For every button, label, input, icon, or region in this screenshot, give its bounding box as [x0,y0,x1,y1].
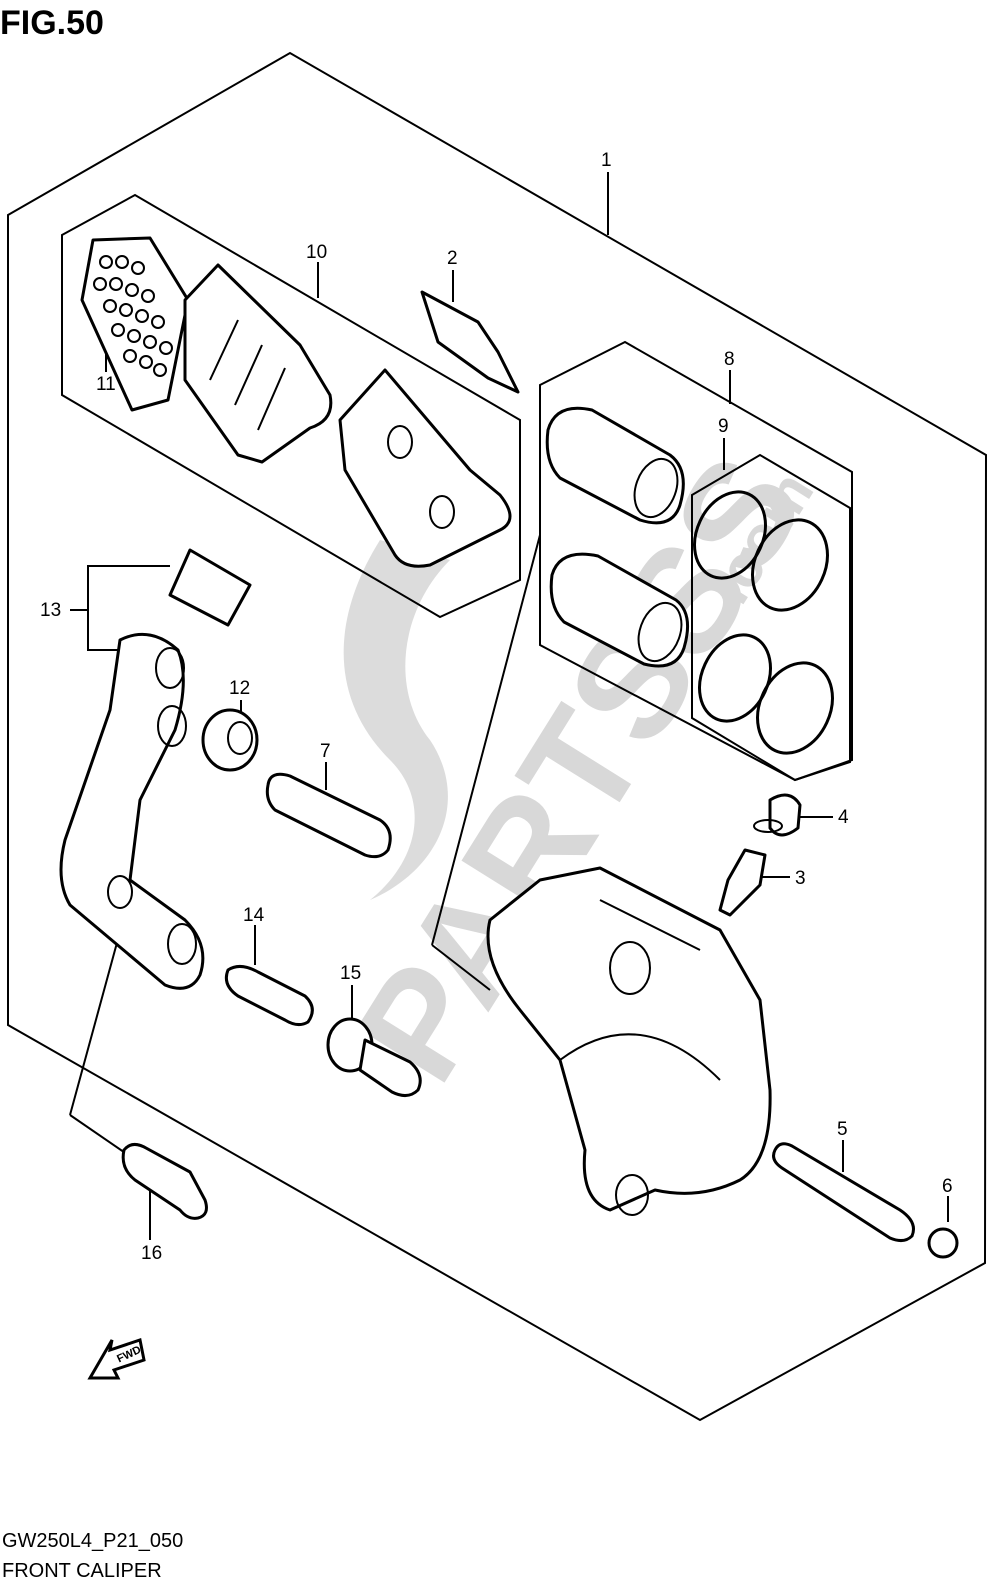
pad-pin-plug-part [927,1227,959,1259]
figure-caption: FRONT CALIPER [2,1560,162,1582]
figure-title: FIG.50 [0,4,104,42]
callout-2: 2 [447,248,458,269]
fwd-arrow-icon: FWD [87,1338,146,1380]
piston-seals-part [693,490,834,755]
caliper-body-part [486,866,772,1216]
callout-11: 11 [96,374,116,395]
callout-5: 5 [837,1119,848,1140]
pad-spring-part [420,290,520,394]
figure-code: GW250L4_P21_050 [2,1530,184,1552]
piston-lower-part [549,552,690,668]
callout-10: 10 [306,242,327,263]
bolt-16-part [121,1143,208,1220]
piston-upper-part [545,406,685,525]
callout-14: 14 [243,905,265,926]
pad-shim-part [80,236,190,412]
callout-labels: 1 2 3 4 5 6 7 8 9 10 11 12 13 14 15 16 [40,150,953,1264]
callout-15: 15 [340,963,361,984]
callout-6: 6 [942,1176,953,1197]
seal-kit-outline [691,453,851,782]
slide-pin-part [265,772,392,859]
callout-7: 7 [320,741,331,762]
assembly-outline [7,51,988,1422]
brake-pad-rear-part [338,368,512,568]
callout-16: 16 [141,1243,162,1264]
callout-9: 9 [718,416,729,437]
callout-8: 8 [724,349,735,370]
caliper-bracket-part [59,632,205,990]
brake-pad-front-part [183,263,333,464]
boot-part [201,708,259,772]
piston-kit-outline [539,340,853,782]
pad-pin-part [772,1142,915,1243]
callout-13: 13 [40,600,61,621]
pad-kit-outline [61,193,521,619]
callout-4: 4 [838,807,849,828]
callout-1: 1 [601,150,612,171]
bolt-15-part [326,1017,422,1097]
callout-12: 12 [229,678,250,699]
bolt-14-part [224,965,314,1027]
bleeder-valve-part [718,848,767,917]
callout-3: 3 [795,868,806,889]
watermark-logo [343,540,450,900]
pad-retainer-clip-part [168,548,252,627]
bleeder-cap-part [753,793,802,837]
